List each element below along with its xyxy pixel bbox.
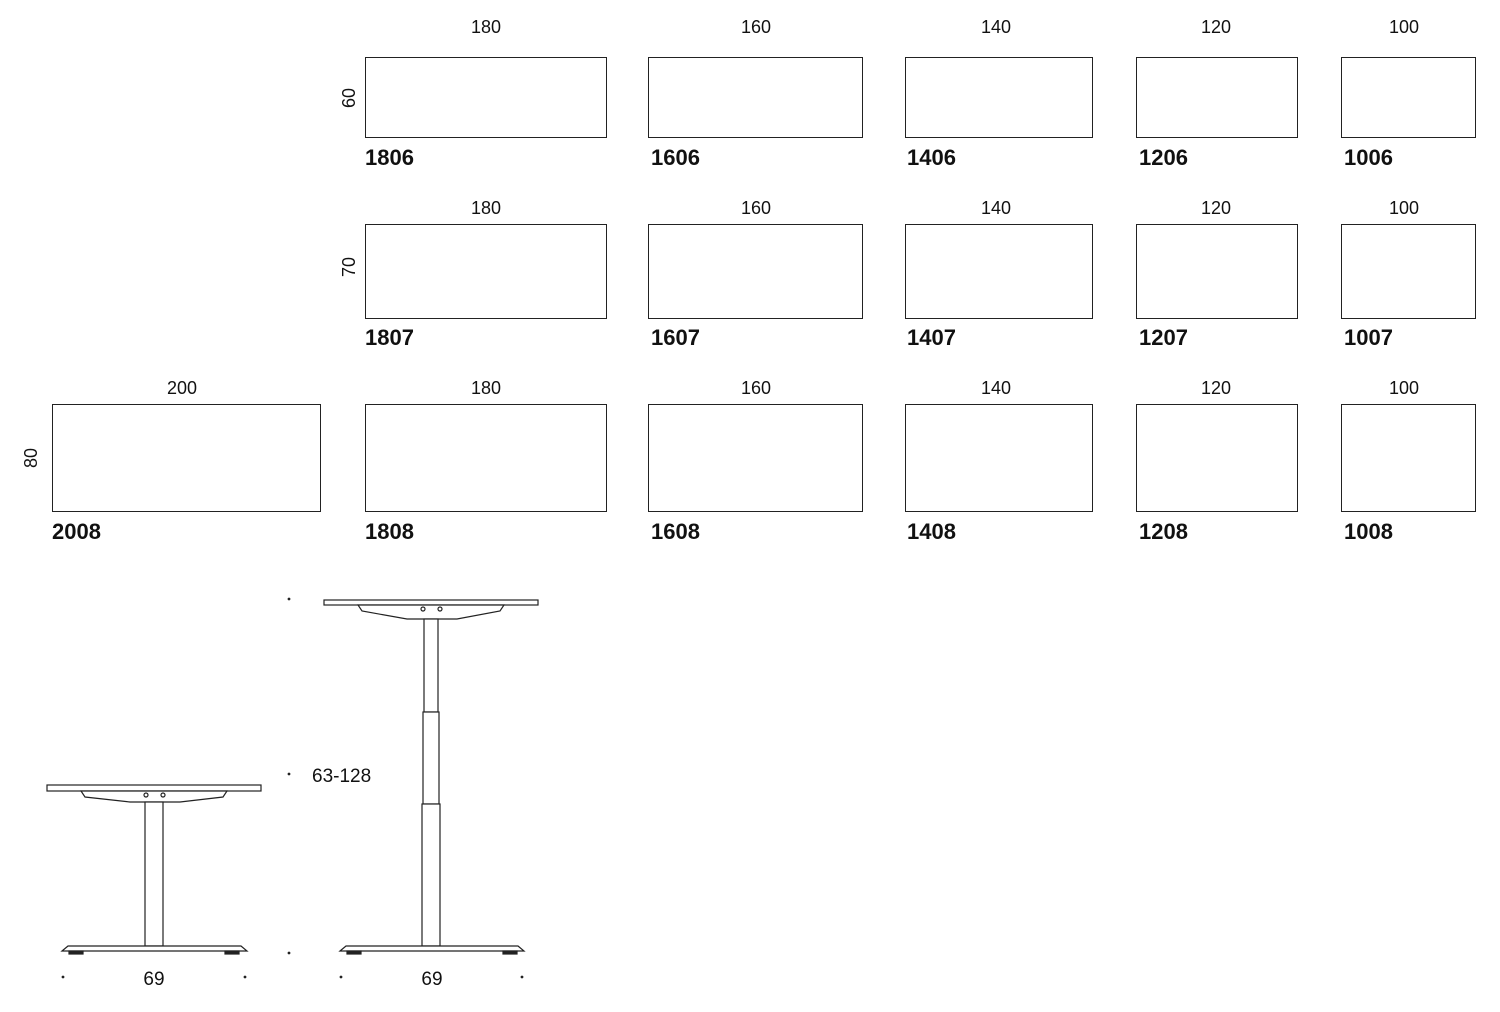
desk-side-view-high: [323, 599, 539, 955]
leg-column-low: [144, 801, 164, 947]
width-label: 160: [740, 17, 772, 37]
table-top-1807: [365, 224, 607, 319]
width-label: 180: [470, 198, 502, 218]
model-code: 1207: [1139, 325, 1188, 350]
table-top-1806: [365, 57, 607, 138]
model-code: 1408: [907, 519, 956, 544]
table-top-1008: [1341, 404, 1476, 512]
desktop-slab-low: [46, 784, 262, 792]
model-code: 1608: [651, 519, 700, 544]
width-label: 140: [980, 17, 1012, 37]
model-code: 2008: [52, 519, 101, 544]
model-code: 1407: [907, 325, 956, 350]
height-range-label: 63-128: [312, 766, 372, 787]
width-label: 200: [166, 378, 198, 398]
model-code: 1007: [1344, 325, 1393, 350]
table-top-1608: [648, 404, 863, 512]
table-top-2008: [52, 404, 321, 512]
table-top-1007: [1341, 224, 1476, 319]
table-top-1407: [905, 224, 1093, 319]
width-label: 180: [470, 378, 502, 398]
width-label: 160: [740, 198, 772, 218]
model-code: 1008: [1344, 519, 1393, 544]
screw-hole: [437, 606, 443, 612]
table-top-1206: [1136, 57, 1298, 138]
table-top-1606: [648, 57, 863, 138]
leg-column-middle: [422, 711, 440, 805]
model-code: 1806: [365, 145, 414, 170]
screw-hole: [160, 792, 166, 798]
height-marker-top: [287, 597, 291, 601]
foot-high: [338, 945, 526, 952]
table-top-1808: [365, 404, 607, 512]
width-label: 140: [980, 378, 1012, 398]
model-code: 1206: [1139, 145, 1188, 170]
leg-column-upper: [423, 618, 439, 713]
width-marker-low-right: [243, 975, 247, 979]
table-top-1406: [905, 57, 1093, 138]
glide-left-high: [346, 950, 362, 955]
model-code: 1208: [1139, 519, 1188, 544]
desk-side-view-low: [46, 784, 262, 955]
dimension-markers: [61, 597, 524, 979]
model-code: 1006: [1344, 145, 1393, 170]
glide-right-high: [502, 950, 518, 955]
frame-bracket-low: [79, 790, 229, 803]
leg-column-lower: [421, 803, 441, 947]
width-marker-high-left: [339, 975, 343, 979]
width-label: 180: [470, 17, 502, 37]
table-top-1408: [905, 404, 1093, 512]
model-code: 1807: [365, 325, 414, 350]
height-marker-bottom: [287, 951, 291, 955]
width-label: 160: [740, 378, 772, 398]
model-code: 1607: [651, 325, 700, 350]
screw-hole: [420, 606, 426, 612]
width-label: 100: [1388, 378, 1420, 398]
model-code: 1808: [365, 519, 414, 544]
table-top-1607: [648, 224, 863, 319]
base-width-label-low: 69: [143, 969, 165, 990]
height-marker-mid: [287, 772, 291, 776]
table-top-1006: [1341, 57, 1476, 138]
model-code: 1406: [907, 145, 956, 170]
width-label: 100: [1388, 198, 1420, 218]
foot-low: [60, 945, 249, 952]
base-width-label-high: 69: [421, 969, 443, 990]
glide-right-low: [224, 950, 240, 955]
width-label: 120: [1200, 378, 1232, 398]
desktop-slab-high: [323, 599, 539, 606]
width-label: 120: [1200, 17, 1232, 37]
model-code: 1606: [651, 145, 700, 170]
width-marker-low-left: [61, 975, 65, 979]
width-label: 120: [1200, 198, 1232, 218]
table-top-1207: [1136, 224, 1298, 319]
table-top-1208: [1136, 404, 1298, 512]
glide-left-low: [68, 950, 84, 955]
width-marker-high-right: [520, 975, 524, 979]
width-label: 140: [980, 198, 1012, 218]
screw-hole: [143, 792, 149, 798]
frame-bracket-high: [356, 604, 506, 620]
width-label: 100: [1388, 17, 1420, 37]
